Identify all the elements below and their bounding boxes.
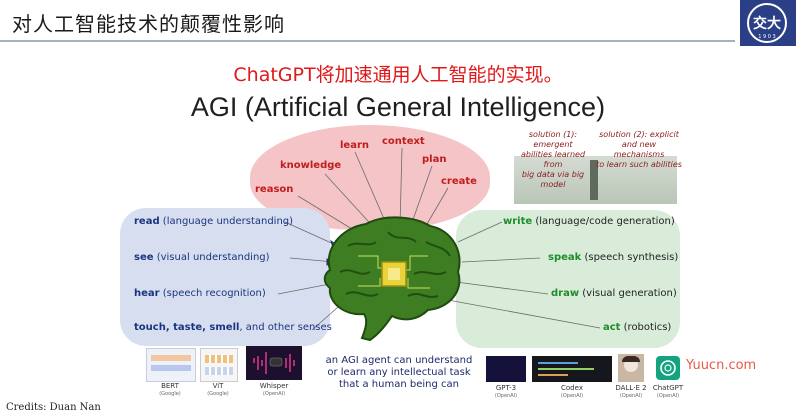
gpt3-thumbnail	[486, 356, 526, 382]
logo-seal-icon	[747, 3, 787, 43]
agent-text-line: an AGI agent can understand	[325, 355, 473, 366]
label-plan: plan	[422, 154, 447, 165]
input-hear-key: hear	[134, 288, 160, 299]
output-speak-desc: (speech synthesis)	[581, 252, 679, 263]
dalle-thumbnail	[618, 354, 644, 382]
solution-two-line: to learn such abilities	[596, 160, 682, 169]
input-touch-key: touch, taste, smell	[134, 322, 240, 333]
codex-caption: Codex(OpenAI)	[546, 384, 598, 400]
output-write-desc: (language/code generation)	[532, 216, 675, 227]
input-hear-desc: (speech recognition)	[159, 288, 266, 299]
input-see: see (visual understanding)	[134, 252, 270, 263]
vit-caption: ViT(Google)	[192, 382, 244, 398]
header-divider	[0, 40, 735, 42]
output-act-key: act	[603, 322, 621, 333]
brain-illustration	[323, 216, 461, 342]
solution-two-line: and new mechanisms	[613, 140, 665, 159]
vit-name: ViT	[212, 382, 224, 390]
input-touch-desc: , and other senses	[239, 322, 332, 333]
output-speak-key: speak	[548, 252, 582, 263]
gpt3-name: GPT-3	[495, 384, 517, 392]
solution-two-line: solution (2): explicit	[599, 130, 679, 139]
whisper-name: Whisper	[259, 382, 289, 390]
logo-text: 交大	[753, 16, 781, 32]
dalle-name: DALL·E 2	[615, 384, 647, 392]
dalle-org: (OpenAI)	[619, 393, 643, 399]
input-touch: touch, taste, smell, and other senses	[134, 322, 332, 333]
bert-layer	[151, 355, 191, 361]
bert-layer	[151, 365, 191, 371]
output-act: act (robotics)	[603, 322, 671, 333]
output-act-desc: (robotics)	[620, 322, 672, 333]
label-create: create	[441, 176, 477, 187]
slide-subtitle: ChatGPT将加速通用人工智能的实现。	[233, 64, 563, 86]
output-draw-desc: (visual generation)	[579, 288, 677, 299]
agi-heading: AGI (Artificial General Intelligence)	[190, 92, 606, 122]
credits: Credits: Duan Nan	[6, 402, 101, 413]
whisper-caption: Whisper(OpenAI)	[244, 382, 304, 398]
slide-title: 对人工智能技术的颠覆性影响	[12, 12, 285, 36]
solution-one-line: solution (1): emergent	[528, 130, 578, 149]
logo-year: 1 9 0 3	[758, 34, 776, 40]
code-line	[538, 374, 568, 376]
chatgpt-thumbnail	[656, 356, 680, 380]
input-see-desc: (visual understanding)	[153, 252, 270, 263]
input-see-key: see	[134, 252, 154, 263]
signpost-figure	[590, 160, 598, 200]
solution-one: solution (1): emergent abilities learned…	[512, 130, 594, 190]
solution-two: solution (2): explicit and new mechanism…	[596, 130, 682, 170]
agi-agent-description: an AGI agent can understand or learn any…	[320, 355, 478, 391]
input-read-key: read	[134, 216, 160, 227]
label-knowledge: knowledge	[280, 160, 342, 171]
label-context: context	[382, 136, 425, 147]
portrait-hair	[622, 356, 640, 362]
output-speak: speak (speech synthesis)	[548, 252, 678, 263]
generation-cloud	[456, 210, 680, 348]
whisper-org: (OpenAI)	[262, 391, 286, 397]
input-read: read (language understanding)	[134, 216, 293, 227]
bert-name: BERT	[161, 382, 179, 390]
output-write: write (language/code generation)	[503, 216, 675, 227]
solution-one-line: abilities learned from	[520, 150, 586, 169]
code-line	[538, 362, 578, 364]
vit-org: (Google)	[207, 391, 229, 397]
bert-org: (Google)	[159, 391, 181, 397]
agent-text-line: or learn any intellectual task	[327, 367, 471, 378]
chatgpt-org: (OpenAI)	[656, 393, 680, 399]
vit-thumbnail	[200, 348, 238, 382]
whisper-thumbnail	[246, 346, 302, 380]
perception-cloud	[120, 208, 330, 346]
gpt3-caption: GPT-3(OpenAI)	[480, 384, 532, 400]
chatgpt-caption: ChatGPT(OpenAI)	[644, 384, 692, 400]
vit-patches	[205, 355, 233, 363]
output-write-key: write	[503, 216, 533, 227]
gpt3-org: (OpenAI)	[494, 393, 518, 399]
code-line	[538, 368, 594, 370]
label-reason: reason	[255, 184, 294, 195]
bert-thumbnail	[146, 348, 196, 382]
bert-caption: BERT(Google)	[140, 382, 200, 398]
input-hear: hear (speech recognition)	[134, 288, 266, 299]
chatgpt-name: ChatGPT	[652, 384, 684, 392]
openai-logo-icon	[660, 360, 676, 376]
waveform-icon	[253, 352, 295, 374]
dalle-caption: DALL·E 2(OpenAI)	[606, 384, 656, 400]
codex-org: (OpenAI)	[560, 393, 584, 399]
agent-text-line: that a human being can	[339, 379, 459, 390]
vit-tokens	[205, 367, 233, 375]
input-read-desc: (language understanding)	[159, 216, 294, 227]
codex-thumbnail	[532, 356, 612, 382]
output-draw-key: draw	[551, 288, 580, 299]
output-draw: draw (visual generation)	[551, 288, 677, 299]
label-learn: learn	[340, 140, 370, 151]
solution-one-line: big data via big model	[521, 170, 585, 189]
watermark: Yuucn.com	[686, 358, 757, 373]
codex-name: Codex	[561, 384, 583, 392]
